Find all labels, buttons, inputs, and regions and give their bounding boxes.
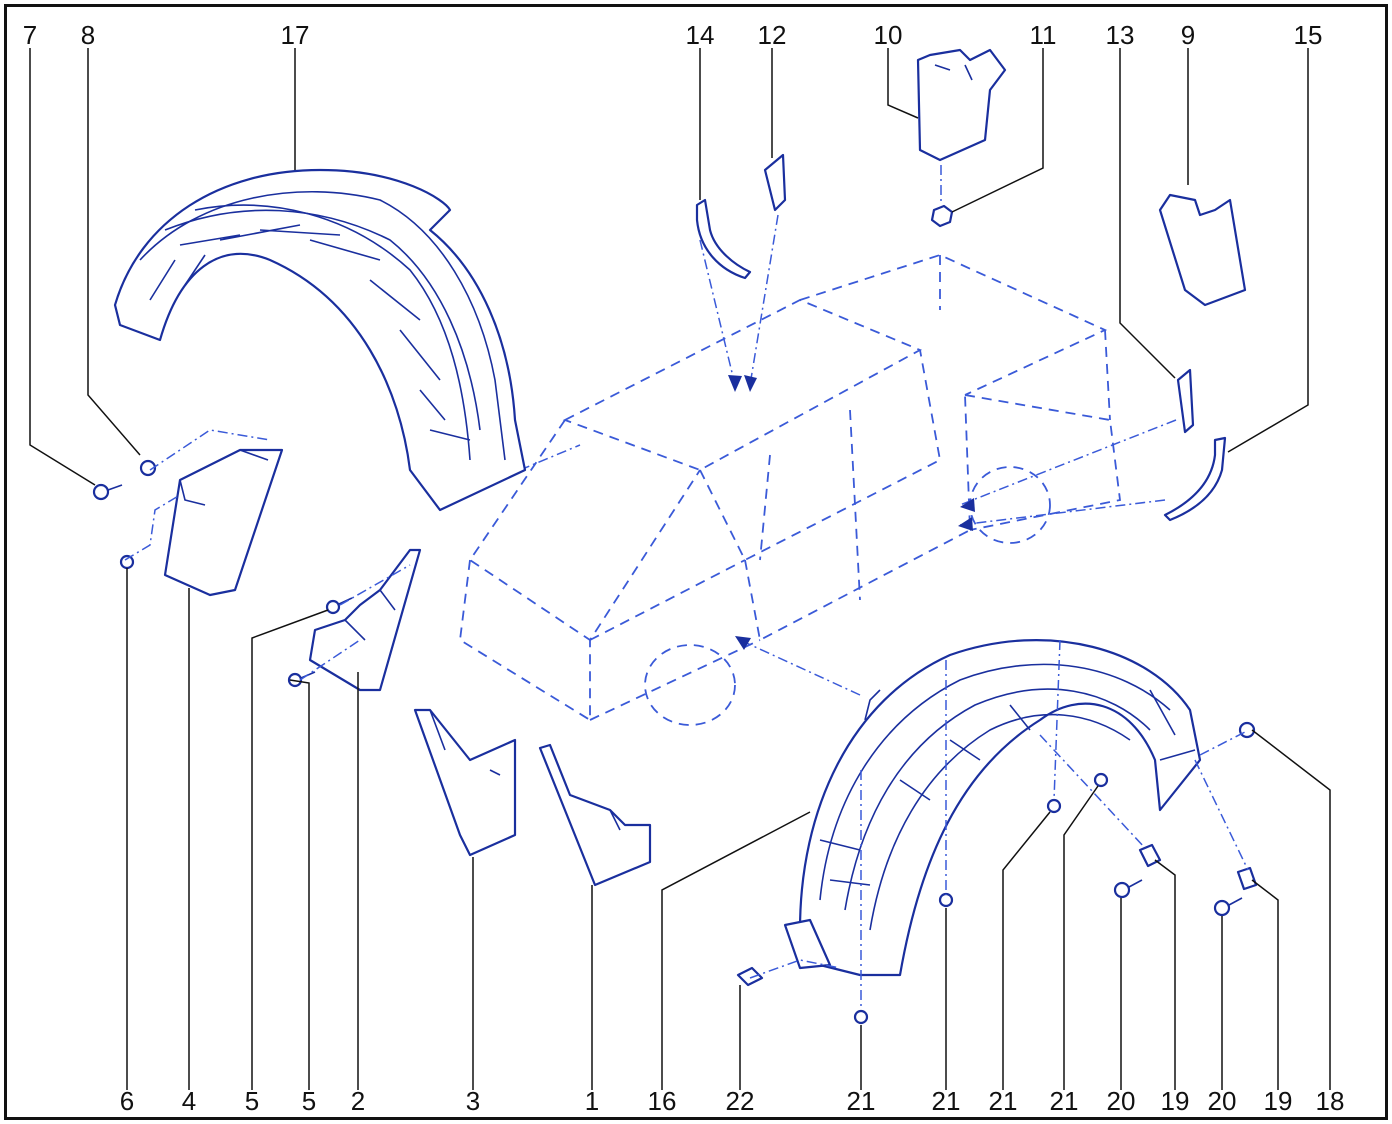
- callout-5b: 5: [302, 1086, 316, 1116]
- fasteners: [92, 429, 1258, 1025]
- callout-1: 1: [585, 1086, 599, 1116]
- callout-17: 17: [281, 20, 310, 50]
- wheel-arch-trim-14: [695, 198, 752, 280]
- callout-20a: 20: [1107, 1086, 1136, 1116]
- mud-flap-2: [308, 548, 422, 692]
- callout-19a: 19: [1161, 1086, 1190, 1116]
- splash-shield-10: [916, 48, 1007, 162]
- callout-6: 6: [120, 1086, 134, 1116]
- callouts-bottom: 6 4 5 5 2 3 1 16 22 21 21 21 21 20 19 20…: [120, 1086, 1345, 1116]
- wheel-arch-trim-15: [1163, 436, 1227, 522]
- callout-19b: 19: [1264, 1086, 1293, 1116]
- callout-9: 9: [1181, 20, 1195, 50]
- splash-shield-9: [1158, 193, 1247, 307]
- callout-21b: 21: [932, 1086, 961, 1116]
- front-fender-liner-left: [113, 168, 527, 512]
- trim-piece-12: [763, 153, 787, 212]
- callout-5a: 5: [245, 1086, 259, 1116]
- callout-11: 11: [1030, 20, 1057, 50]
- callout-3: 3: [466, 1086, 480, 1116]
- vehicle-outline: [459, 214, 1177, 726]
- callout-12: 12: [758, 20, 787, 50]
- callout-10: 10: [874, 20, 903, 50]
- callout-15: 15: [1294, 20, 1323, 50]
- callouts-top: 7 8 17 14 12 10 11 13 9 15: [23, 20, 1323, 50]
- callout-21a: 21: [847, 1086, 876, 1116]
- callout-21d: 21: [1050, 1086, 1079, 1116]
- callout-22: 22: [726, 1086, 755, 1116]
- mud-flap-1: [538, 743, 652, 887]
- leader-lines: [29, 48, 1331, 1090]
- callout-14: 14: [686, 20, 715, 50]
- mud-flap-4: [163, 448, 284, 597]
- callout-18: 18: [1316, 1086, 1345, 1116]
- nut-11: [930, 165, 954, 228]
- callout-8: 8: [81, 20, 95, 50]
- callout-16: 16: [648, 1086, 677, 1116]
- callout-20b: 20: [1208, 1086, 1237, 1116]
- callout-13: 13: [1106, 20, 1135, 50]
- callout-21c: 21: [989, 1086, 1018, 1116]
- trim-piece-13: [1176, 368, 1195, 434]
- callout-7: 7: [23, 20, 37, 50]
- mud-flap-3: [413, 708, 517, 857]
- callout-4: 4: [182, 1086, 196, 1116]
- rear-fender-liner-right: [783, 638, 1202, 977]
- callout-2: 2: [351, 1086, 365, 1116]
